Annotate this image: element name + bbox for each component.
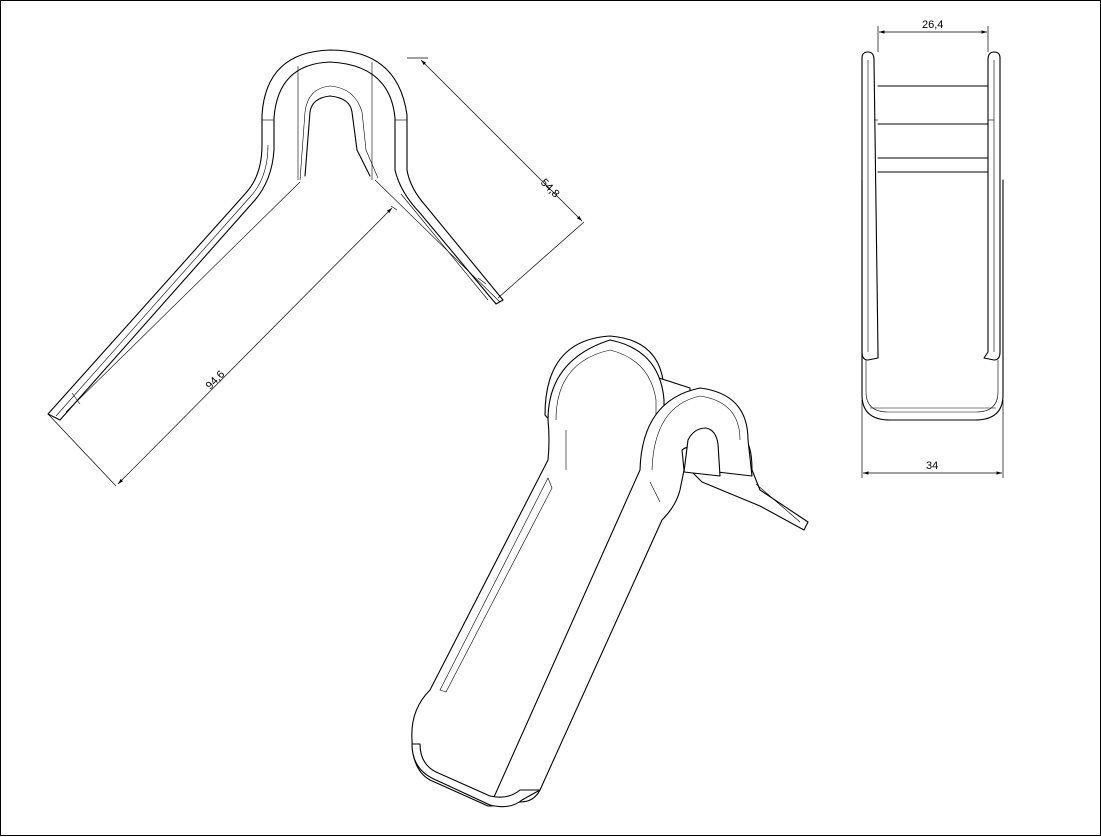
dimension-length: 94,6 — [47, 205, 398, 487]
dimension-label-inner-width: 26,4 — [922, 19, 943, 31]
dimension-inner-width: 26,4 — [877, 19, 989, 52]
dimension-label-length: 94,6 — [204, 368, 228, 392]
dimension-label-outer-width: 34 — [926, 460, 938, 472]
isometric-view — [411, 335, 809, 808]
front-view — [861, 51, 1004, 421]
dimension-outer-width: 34 — [861, 400, 1004, 478]
dimension-height: 54,8 — [407, 57, 585, 299]
side-view — [47, 49, 504, 421]
